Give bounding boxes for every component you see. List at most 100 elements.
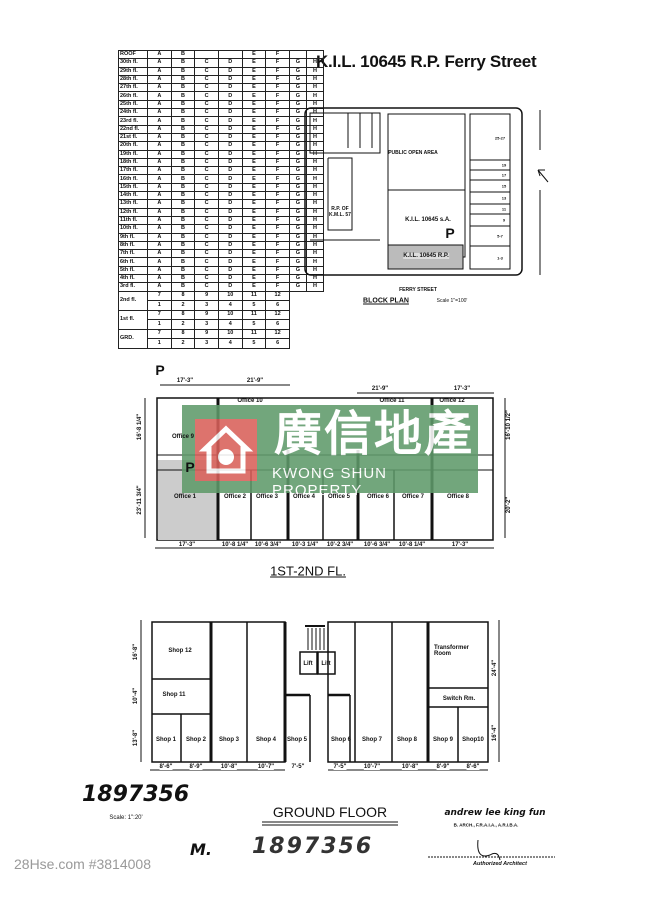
first-floor-title: 1ST-2ND FL. <box>270 563 346 579</box>
shop-label: Shop 1 <box>155 737 177 743</box>
lot-number: 1-3 <box>497 255 503 261</box>
public-open-area-label: PUBLIC OPEN AREA <box>388 150 438 156</box>
office-label: Office 7 <box>401 494 425 500</box>
bottom-dimension: 8'-6" <box>159 764 173 770</box>
watermark-english: KWONG SHUN PROPERTY <box>272 465 387 499</box>
office-label: Office 11 <box>379 398 405 404</box>
unit-cell: 1 <box>147 338 172 349</box>
unit-cell: H <box>305 282 324 292</box>
stamp-prefix: M. <box>190 840 212 859</box>
top-dimension: 21'-9" <box>371 386 389 392</box>
architect-credentials: B. ARCH., F.R.A.I.A., A.R.I.B.A. <box>453 822 519 828</box>
watermark-logo-icon <box>195 419 257 481</box>
office-label: Office 10 <box>237 398 263 404</box>
drawing-scale: Scale: 1":20' <box>109 815 143 821</box>
left-dimension: 16'-8" <box>133 643 139 661</box>
office-label: Office 3 <box>255 494 279 500</box>
lot-number: 13 <box>501 195 507 201</box>
unit-cell: 4 <box>217 338 243 349</box>
block-plan-scale: Scale 1"=100' <box>436 298 468 304</box>
watermark: 廣信地產 KWONG SHUN PROPERTY <box>182 405 478 499</box>
floor-label: GRD. <box>118 328 148 349</box>
office-label: Office 8 <box>446 494 470 500</box>
architect-name: andrew lee king fun <box>444 808 546 818</box>
floor-label: 3rd fl. <box>118 282 148 292</box>
block-plan-border <box>304 107 523 276</box>
lot-number: 11 <box>501 206 507 212</box>
office-label: Office 5 <box>327 494 351 500</box>
right-dimension: 24'-4" <box>492 659 498 677</box>
office-label: Office 6 <box>366 494 390 500</box>
shop-label: Shop 4 <box>255 737 277 743</box>
lot-number: 25-27 <box>494 135 506 141</box>
bottom-dimension: 10'-6 3/4" <box>363 542 391 548</box>
switch-room-label: Switch Rm. <box>442 696 476 702</box>
bottom-dimension: 10'-6 3/4" <box>254 542 282 548</box>
street-label: FERRY STREET <box>399 287 437 293</box>
first-floor-marker-2: P <box>185 459 195 475</box>
right-dimension: 20'-2" <box>506 496 512 514</box>
watermark-chinese: 廣信地產 <box>274 406 475 462</box>
unit-cell: 2 <box>170 338 196 349</box>
bottom-dimension: 8'-9" <box>189 764 203 770</box>
kil-sa-label: K.I.L. 10645 s.A. <box>405 217 451 223</box>
first-floor-outline <box>156 397 494 541</box>
bottom-dimension: 10'-8 1/4" <box>221 542 249 548</box>
shop-label: Shop 12 <box>168 648 192 654</box>
bottom-dimension: 7'-5" <box>291 764 305 770</box>
lift-label-right: Lift <box>321 661 331 667</box>
unit-cell: B <box>170 282 196 292</box>
shop-label: Shop 3 <box>218 737 240 743</box>
shop-label: Shop 2 <box>185 737 207 743</box>
bottom-dimension: 10'-7" <box>257 764 275 770</box>
bottom-dimension: 10'-8 1/4" <box>398 542 426 548</box>
lift-label-left: Lift <box>303 661 313 667</box>
architect-role: Authorized Architect <box>473 861 527 867</box>
shop-label: Shop 7 <box>361 737 383 743</box>
left-dimension: 13'-8" <box>133 729 139 747</box>
ground-floor-title: GROUND FLOOR <box>272 804 388 820</box>
unit-cell: A <box>147 282 172 292</box>
transformer-room-label: Transformer Room <box>434 645 470 657</box>
handwritten-number: 1897356 <box>82 782 190 807</box>
bottom-dimension: 7'-5" <box>333 764 347 770</box>
shop-label: Shop10 <box>462 737 484 743</box>
top-dimension: 17'-3" <box>453 386 471 392</box>
unit-cell: D <box>217 282 243 292</box>
shop-label: Shop 5 <box>286 737 308 743</box>
unit-cell: 3 <box>194 338 219 349</box>
bottom-dimension: 10'-3 1/4" <box>291 542 319 548</box>
bottom-dimension: 8'-6" <box>466 764 480 770</box>
shop-label: Shop 11 <box>162 692 186 698</box>
office-label: Office 4 <box>292 494 316 500</box>
bottom-dimension: 8'-9" <box>436 764 450 770</box>
left-dimension: 10'-4" <box>133 687 139 705</box>
stamp-number: 1897356 <box>252 834 374 859</box>
bottom-dimension: 17'-3" <box>451 542 469 548</box>
office-label: Office 2 <box>223 494 247 500</box>
bottom-dimension: 10'-2 3/4" <box>326 542 354 548</box>
left-dimension: 23'-11 3/4" <box>137 485 143 515</box>
rp-kml-label: R.P. OF K.M.L. 57 <box>329 206 351 218</box>
lot-number: 9 <box>502 217 506 223</box>
site-marker: P <box>445 225 455 241</box>
block-plan-title: BLOCK PLAN <box>363 297 409 305</box>
lot-number: 17 <box>501 172 507 178</box>
bottom-dimension: 10'-8" <box>220 764 238 770</box>
right-dimension: 16'-4" <box>492 724 498 742</box>
shop-label: Shop 8 <box>396 737 418 743</box>
bottom-dimension: 10'-7" <box>363 764 381 770</box>
unit-cell: C <box>194 282 219 292</box>
kil-rp-label: K.I.L. 10645 R.P. <box>403 253 449 259</box>
